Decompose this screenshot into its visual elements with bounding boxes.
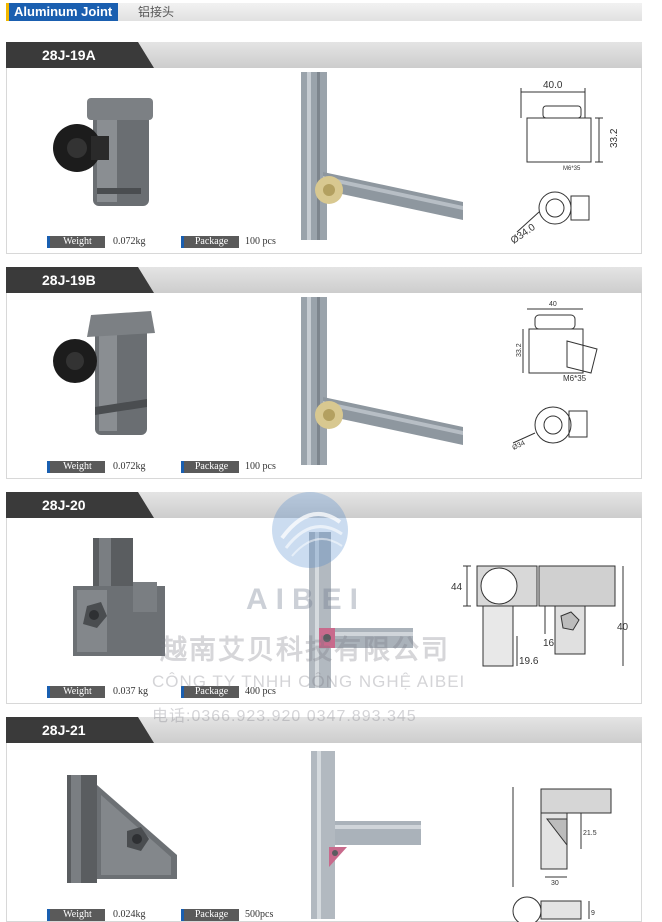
weight-label: Weight [47, 909, 105, 921]
page-title-cn: 铝接头 [138, 5, 175, 19]
package-label: Package [181, 686, 239, 698]
section-header-bar: 28J-19A [6, 42, 642, 68]
assembly-photo [311, 751, 421, 919]
page-title: Aluminum Joint [6, 3, 119, 21]
dim-diameter: Ø34 [511, 440, 526, 452]
dim-diameter: Ø34.0 [509, 222, 538, 247]
section-header-bar: 28J-20 [6, 492, 642, 518]
dim-width: 40.0 [543, 80, 563, 91]
package-value: 400 pcs [245, 686, 276, 697]
dim-width: 30 [551, 880, 559, 887]
section-body: 40 33.2 M6*35 Ø34 Weight 0.072kg Package… [6, 293, 642, 479]
product-photo [67, 775, 177, 883]
dim-screw: M6*35 [563, 166, 581, 172]
technical-drawing: 44 16 40 19.6 [451, 565, 629, 667]
section-body: 44 16 40 19.6 Weight 0.037 kg Package 40… [6, 518, 642, 704]
package-label: Package [181, 909, 239, 921]
weight-value: 0.072kg [113, 461, 146, 472]
dim-bottom: 19.6 [519, 656, 539, 667]
product-code: 28J-19A [6, 42, 154, 68]
technical-drawing: 40 33.2 M6*35 Ø34 [511, 301, 598, 452]
product-photo [53, 311, 155, 435]
package-label: Package [181, 461, 239, 473]
package-label: Package [181, 236, 239, 248]
technical-drawing: 40.0 33.2 M6*35 Ø34.0 [509, 80, 617, 247]
product-section-28j-19a: 28J-19A [6, 42, 642, 254]
package-value: 100 pcs [245, 236, 276, 247]
product-section-28j-20: 28J-20 [6, 492, 642, 704]
section-header-bar: 28J-19B [6, 267, 642, 293]
dim-offset: 16 [543, 638, 555, 649]
product-code: 28J-19B [6, 267, 154, 293]
weight-label: Weight [47, 686, 105, 698]
page-header: Aluminum Joint 铝接头 [6, 3, 642, 21]
product-section-28j-19b: 28J-19B [6, 267, 642, 479]
section-body: 40.0 33.2 M6*35 Ø34.0 Weight 0.072kg Pac… [6, 68, 642, 254]
weight-value: 0.037 kg [113, 686, 148, 697]
weight-label: Weight [47, 236, 105, 248]
dim-height: 33.2 [609, 128, 617, 148]
dim-width: 40 [549, 301, 557, 308]
weight-label: Weight [47, 461, 105, 473]
package-value: 100 pcs [245, 461, 276, 472]
dim-total: 40 [617, 622, 629, 633]
assembly-photo [309, 532, 413, 688]
section-header-bar: 28J-21 [6, 717, 642, 743]
weight-value: 0.024kg [113, 909, 146, 920]
technical-drawing: 21.5 30 9 [512, 787, 612, 922]
package-value: 500pcs [245, 909, 274, 920]
dim-screw: M6*35 [563, 374, 587, 383]
dim-height: 21.5 [583, 830, 597, 837]
product-photo [53, 98, 153, 206]
weight-value: 0.072kg [113, 236, 146, 247]
product-section-28j-21: 28J-21 [6, 717, 642, 922]
product-photo [73, 538, 165, 656]
assembly-photo [301, 297, 463, 465]
assembly-photo [301, 72, 463, 240]
dim-height: 44 [451, 582, 463, 593]
dim-height: 33.2 [516, 343, 523, 357]
product-code: 28J-20 [6, 492, 154, 518]
section-body: 21.5 30 9 Weight 0.024kg Package 500pcs [6, 743, 642, 922]
product-code: 28J-21 [6, 717, 154, 743]
dim-depth: 9 [591, 910, 595, 917]
